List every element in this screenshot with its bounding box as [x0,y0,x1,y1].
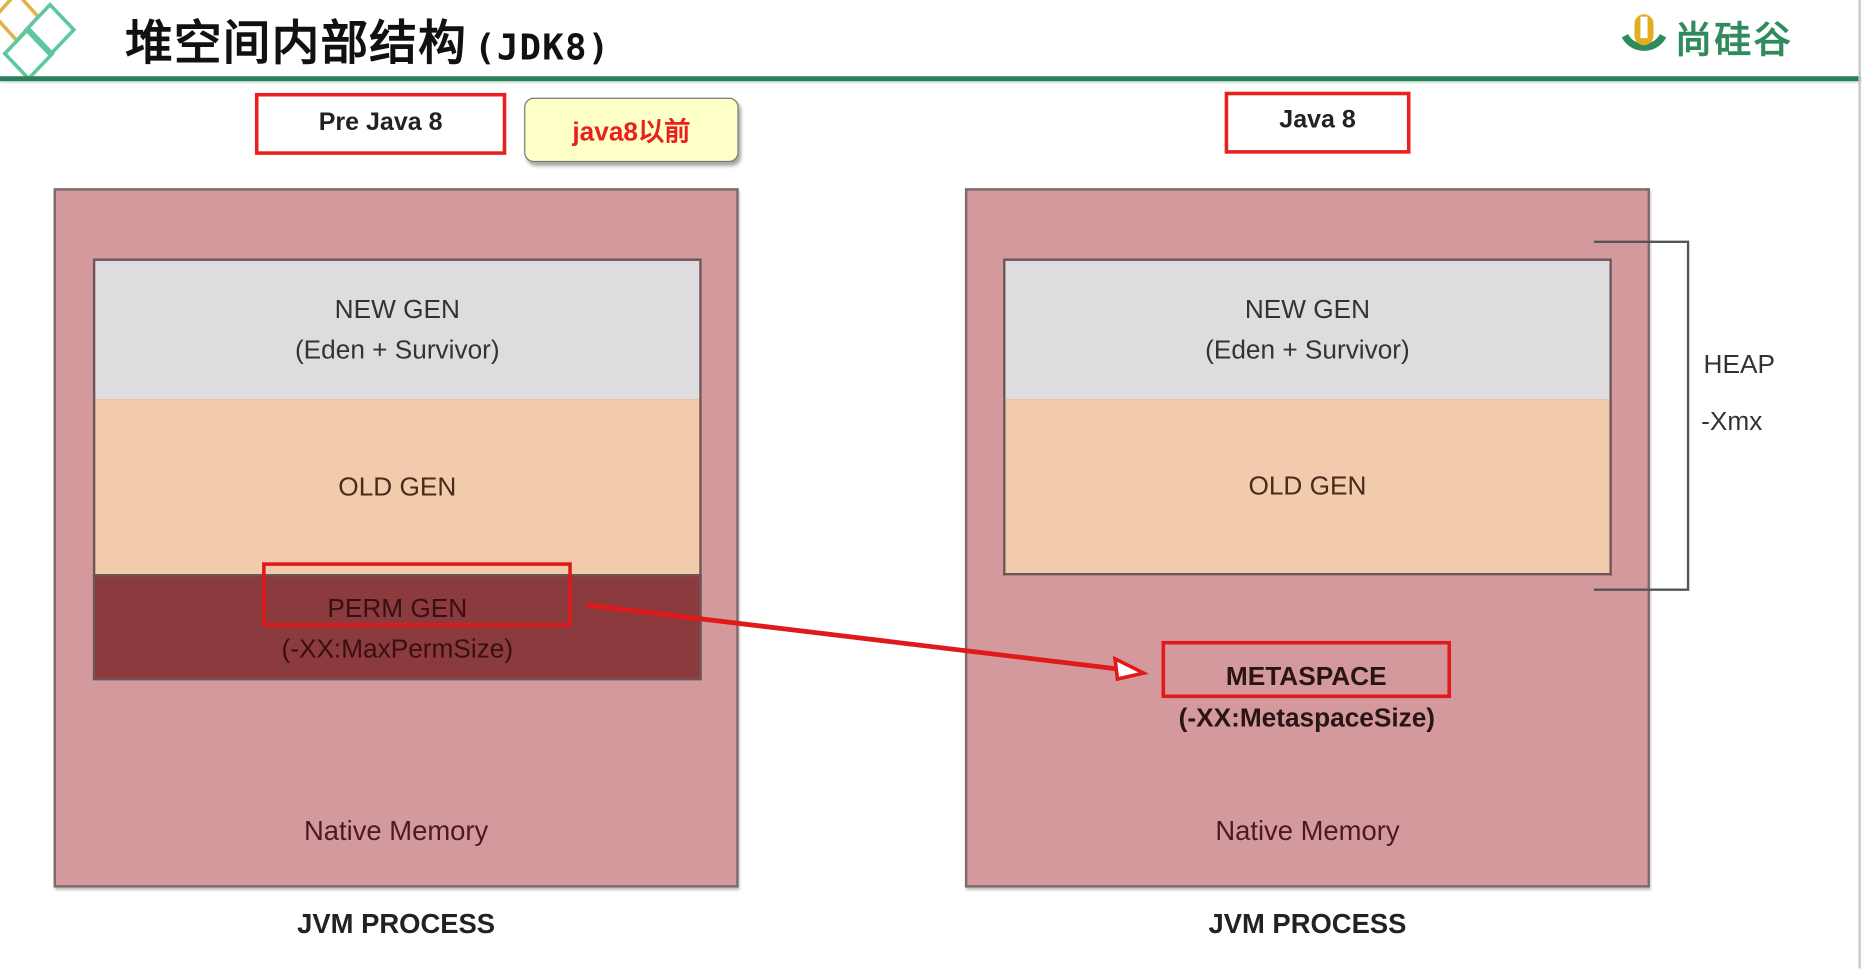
left-jvm-process-label: JVM PROCESS [297,907,496,939]
new-gen-sublabel: (Eden + Survivor) [294,334,500,365]
java8-heading: Java 8 [1224,91,1411,154]
u-logo-icon [1621,14,1667,51]
pre-java8-heading-text: Pre Java 8 [318,108,443,136]
metaspace-label: METASPACE [1225,661,1387,691]
left-new-gen: NEW GEN (Eden + Survivor) [92,258,702,402]
logo-text: 尚硅谷 [1674,18,1793,62]
left-native-memory-label: Native Memory [303,814,489,846]
left-old-gen: OLD GEN [92,399,702,577]
perm-gen-label: PERM GEN [327,592,468,623]
header-divider [0,76,1861,82]
callout-text: java8以前 [572,116,691,147]
pre-java8-heading: Pre Java 8 [254,92,507,155]
right-edge-divider [1858,0,1861,969]
heap-bracket [1593,240,1690,591]
right-old-gen: OLD GEN [1003,399,1612,576]
perm-gen-sublabel: (-XX:MaxPermSize) [281,633,514,663]
new-gen-sublabel: (Eden + Survivor) [1205,334,1410,365]
brand-logo: 尚硅谷 [1618,10,1793,62]
page-title: 堆空间内部结构(JDK8) [125,5,610,74]
title-suffix: (JDK8) [474,27,611,70]
metaspace-sublabel: (-XX:MetaspaceSize) [1178,702,1436,733]
right-new-gen: NEW GEN (Eden + Survivor) [1003,258,1612,402]
old-gen-label: OLD GEN [338,471,457,501]
heap-xmx-label: -Xmx [1701,406,1763,437]
title-text: 堆空间内部结构 [125,16,467,72]
java8-heading-text: Java 8 [1279,106,1356,134]
new-gen-label: NEW GEN [334,294,460,325]
right-native-memory-label: Native Memory [1215,814,1400,846]
old-gen-label: OLD GEN [1248,470,1367,501]
right-jvm-process-label: JVM PROCESS [1208,907,1407,939]
perm-gen-highlight [262,562,572,627]
diamonds-icon [0,0,77,79]
new-gen-label: NEW GEN [1244,294,1371,325]
java8-before-callout: java8以前 [524,97,739,163]
metaspace-highlight [1161,640,1452,699]
heap-label: HEAP [1703,349,1775,379]
